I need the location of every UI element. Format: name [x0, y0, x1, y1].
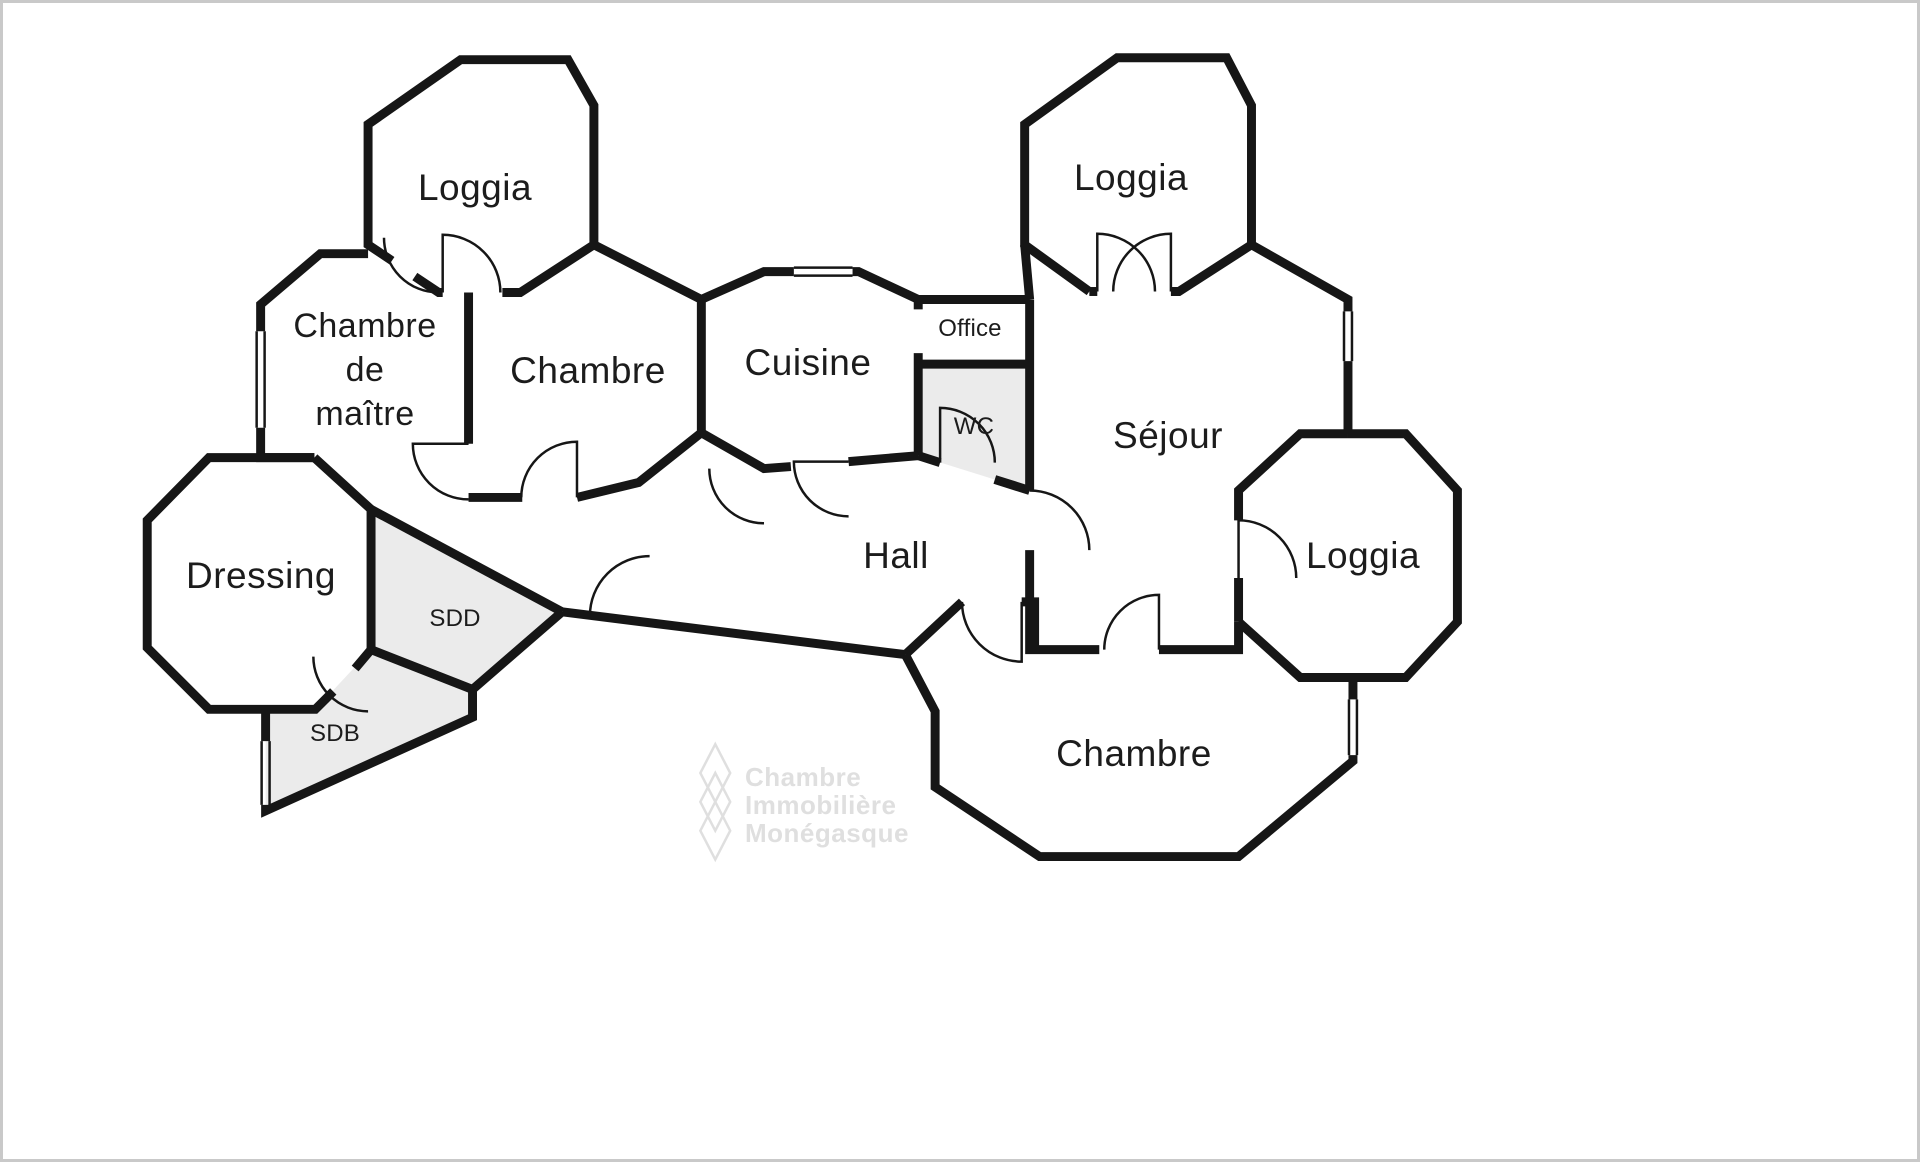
watermark-line: Monégasque	[745, 818, 909, 848]
walls-layer	[142, 53, 1462, 862]
room-label-loggia-tl: Loggia	[417, 167, 533, 208]
room-label-chambre-top: Chambre	[510, 350, 666, 391]
room-label-sejour: Séjour	[1113, 415, 1223, 456]
watermark: Chambre Immobilière Monégasque	[745, 763, 909, 847]
room-label-hall: Hall	[863, 535, 929, 576]
room-label-line: maître	[315, 395, 415, 433]
room-label-dressing: Dressing	[186, 555, 336, 596]
room-label-loggia-tr: Loggia	[1073, 157, 1189, 198]
floor-plan-drawing	[142, 53, 1462, 863]
room-label-wc: WC	[953, 413, 995, 440]
room-label-chambre-bottom: Chambre	[1056, 733, 1212, 774]
sdd-area	[371, 509, 563, 690]
room-label-office: Office	[938, 315, 1002, 342]
watermark-diamonds	[698, 741, 732, 863]
watermark-line: Chambre	[745, 762, 862, 792]
room-label-chambre-maitre: Chambre de maître	[293, 304, 436, 436]
room-label-sdd: SDD	[429, 605, 481, 632]
wc-area	[918, 364, 1030, 491]
watermark-line: Immobilière	[745, 790, 897, 820]
doors-layer	[312, 232, 1298, 713]
room-label-cuisine: Cuisine	[744, 342, 872, 383]
shaded-areas	[265, 364, 1030, 811]
room-label-sdb: SDB	[310, 720, 360, 747]
sdb-area	[265, 649, 473, 811]
room-label-line: Chambre	[293, 307, 437, 345]
windows-layer	[255, 266, 1359, 805]
room-label-loggia-right: Loggia	[1305, 535, 1421, 576]
room-label-line: de	[345, 351, 385, 389]
